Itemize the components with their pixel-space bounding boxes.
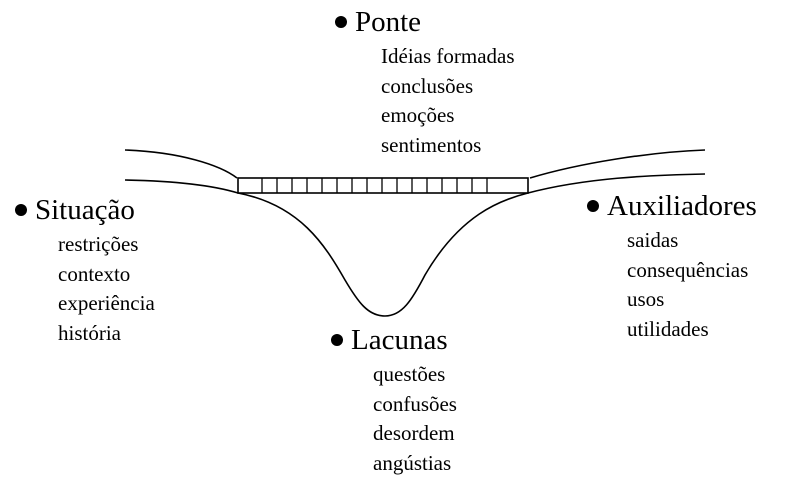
situacao-item: restrições <box>58 232 139 256</box>
lacunas-title: Lacunas <box>351 324 448 356</box>
ponte-list: Idéias formadas conclusões emoções senti… <box>381 42 515 160</box>
ponte-item: Idéias formadas <box>381 44 515 68</box>
right-upper-bank <box>529 149 706 179</box>
lacunas-list: questões confusões desordem angústias <box>373 360 457 478</box>
ponte-bullet-icon <box>335 16 347 28</box>
left-lower-bank <box>124 179 239 194</box>
situacao-title: Situação <box>35 194 135 226</box>
auxiliadores-item: saidas <box>627 228 679 252</box>
auxiliadores-item: utilidades <box>627 316 709 341</box>
ponte-title: Ponte <box>355 6 422 38</box>
ponte-heading: Ponte <box>335 6 515 38</box>
auxiliadores-heading: Auxiliadores <box>587 190 757 222</box>
auxiliadores-item: usos <box>627 287 665 311</box>
bridge-planks <box>261 178 488 193</box>
situacao-item: contexto <box>58 261 131 286</box>
situacao-list: restrições contexto experiência história <box>58 230 155 348</box>
ponte-item: conclusões <box>381 73 474 98</box>
situacao-group: Situação restrições contexto experiência… <box>15 194 155 348</box>
auxiliadores-title: Auxiliadores <box>607 190 757 222</box>
lacunas-group: Lacunas questões confusões desordem angú… <box>331 324 457 478</box>
lacunas-heading: Lacunas <box>331 324 457 356</box>
situacao-item: experiência <box>58 291 155 315</box>
lacunas-item: confusões <box>373 391 457 416</box>
situacao-item: história <box>58 320 121 345</box>
ponte-item: emoções <box>381 103 455 127</box>
ponte-group: Ponte Idéias formadas conclusões emoções… <box>335 6 515 160</box>
situacao-bullet-icon <box>15 204 27 216</box>
gap-valley <box>237 192 529 317</box>
auxiliadores-bullet-icon <box>587 200 599 212</box>
lacunas-item: angústias <box>373 450 452 475</box>
lacunas-bullet-icon <box>331 334 343 346</box>
auxiliadores-item: consequências <box>627 257 749 282</box>
bridge-deck <box>237 177 529 194</box>
situacao-heading: Situação <box>15 194 155 226</box>
lacunas-item: desordem <box>373 421 455 445</box>
lacunas-item: questões <box>373 362 446 386</box>
auxiliadores-list: saidas consequências usos utilidades <box>627 226 757 344</box>
auxiliadores-group: Auxiliadores saidas consequências usos u… <box>587 190 757 344</box>
ponte-item: sentimentos <box>381 132 482 157</box>
right-lower-bank <box>527 173 706 194</box>
left-upper-bank <box>124 149 238 179</box>
